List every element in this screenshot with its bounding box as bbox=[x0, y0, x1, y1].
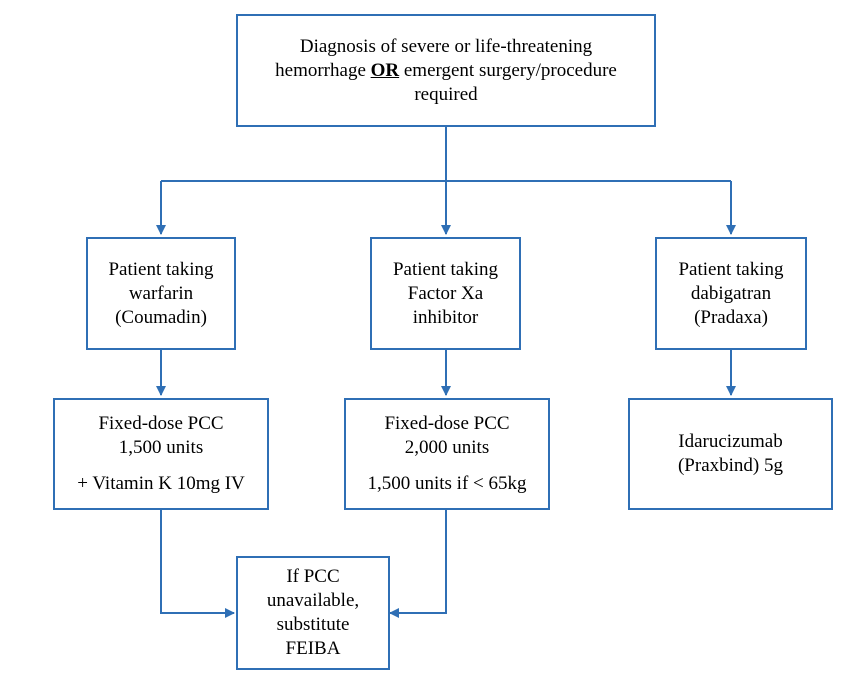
warfarin-line-3: (Coumadin) bbox=[115, 306, 207, 328]
factor-xa-box: Patient taking Factor Xa inhibitor bbox=[370, 237, 521, 350]
idarucizumab-box: Idarucizumab (Praxbind) 5g bbox=[628, 398, 833, 510]
warfarin-line-1: Patient taking bbox=[108, 258, 214, 280]
factor-xa-line-1: Patient taking bbox=[392, 258, 498, 280]
pcc-1500-line-1: Fixed-dose PCC bbox=[98, 413, 224, 434]
diagnosis-line-2-end: emergent surgery/procedure bbox=[399, 59, 617, 81]
factor-xa-line-2: Factor Xa bbox=[407, 282, 484, 304]
arrow-pcc-2000-to-feiba bbox=[389, 510, 447, 618]
idarucizumab-line-1: Idarucizumab bbox=[678, 431, 783, 452]
feiba-line-1: If PCC bbox=[286, 566, 340, 587]
arrow-pcc-1500-to-feiba bbox=[160, 510, 235, 618]
feiba-line-3: substitute bbox=[276, 614, 350, 635]
pcc-1500-line-3: + Vitamin K 10mg IV bbox=[77, 473, 245, 494]
diagnosis-line-3: required bbox=[414, 83, 478, 105]
dabigatran-line-1: Patient taking bbox=[678, 258, 784, 280]
diagnosis-line-2-start: hemorrhage bbox=[275, 59, 371, 81]
warfarin-line-2: warfarin bbox=[128, 282, 194, 304]
feiba-line-4: FEIBA bbox=[285, 638, 341, 659]
dabigatran-line-3: (Pradaxa) bbox=[694, 306, 768, 328]
pcc-1500-box: Fixed-dose PCC 1,500 units + Vitamin K 1… bbox=[53, 398, 269, 510]
pcc-1500-line-2: 1,500 units bbox=[118, 437, 204, 458]
feiba-line-2: unavailable, bbox=[266, 590, 360, 611]
feiba-box: If PCC unavailable, substitute FEIBA bbox=[236, 556, 390, 670]
pcc-2000-line-3: 1,500 units if < 65kg bbox=[367, 473, 527, 494]
diagnosis-line-2: hemorrhage OR emergent surgery/procedure bbox=[275, 59, 617, 83]
pcc-2000-line-2: 2,000 units bbox=[404, 437, 490, 458]
idarucizumab-line-2: (Praxbind) 5g bbox=[677, 455, 783, 476]
diagnosis-line-1: Diagnosis of severe or life-threatening bbox=[299, 35, 593, 57]
dabigatran-box: Patient taking dabigatran (Pradaxa) bbox=[655, 237, 807, 350]
diagnosis-box: Diagnosis of severe or life-threatening … bbox=[236, 14, 656, 127]
warfarin-box: Patient taking warfarin (Coumadin) bbox=[86, 237, 236, 350]
pcc-2000-line-1: Fixed-dose PCC bbox=[384, 413, 510, 434]
factor-xa-line-3: inhibitor bbox=[412, 306, 479, 328]
or-emphasis: OR bbox=[370, 59, 400, 81]
pcc-2000-box: Fixed-dose PCC 2,000 units 1,500 units i… bbox=[344, 398, 550, 510]
dabigatran-line-2: dabigatran bbox=[690, 282, 772, 304]
